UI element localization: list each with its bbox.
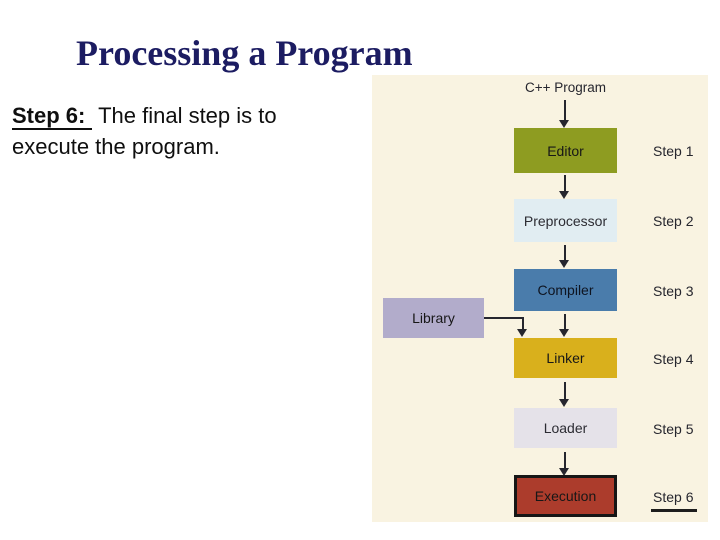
flow-arrow-5 bbox=[559, 382, 570, 407]
step-label-1: Step 1 bbox=[653, 143, 694, 159]
flow-arrow-1 bbox=[559, 100, 570, 128]
step-label-3: Step 3 bbox=[653, 283, 694, 299]
node-compiler: Compiler bbox=[514, 269, 617, 311]
source-label: C++ Program bbox=[524, 80, 607, 95]
step-label-4: Step 4 bbox=[653, 351, 694, 367]
body-lead: Step 6: bbox=[12, 103, 93, 130]
node-execution: Execution bbox=[514, 475, 617, 517]
step-label-6-current: Step 6 bbox=[651, 489, 698, 512]
library-connector-vertical bbox=[522, 317, 524, 330]
library-connector-arrowhead bbox=[517, 329, 527, 337]
node-editor: Editor bbox=[514, 128, 617, 173]
flow-arrow-3 bbox=[559, 245, 570, 268]
node-library: Library bbox=[383, 298, 484, 338]
library-connector-horizontal bbox=[484, 317, 524, 319]
node-loader: Loader bbox=[514, 408, 617, 448]
step-label-5: Step 5 bbox=[653, 421, 694, 437]
step-label-2: Step 2 bbox=[653, 213, 694, 229]
flow-arrow-4 bbox=[559, 314, 570, 337]
flowchart-panel: C++ Program Editor Step 1 Preprocessor S… bbox=[372, 75, 708, 522]
node-linker: Linker bbox=[514, 338, 617, 378]
body-sentence: The final step is to execute the program… bbox=[12, 103, 277, 159]
flow-arrow-2 bbox=[559, 175, 570, 199]
slide-body: Step 6: The final step is to execute the… bbox=[12, 100, 330, 162]
slide-title: Processing a Program bbox=[76, 33, 413, 74]
node-preprocessor: Preprocessor bbox=[514, 199, 617, 242]
flow-arrow-6 bbox=[559, 452, 570, 476]
